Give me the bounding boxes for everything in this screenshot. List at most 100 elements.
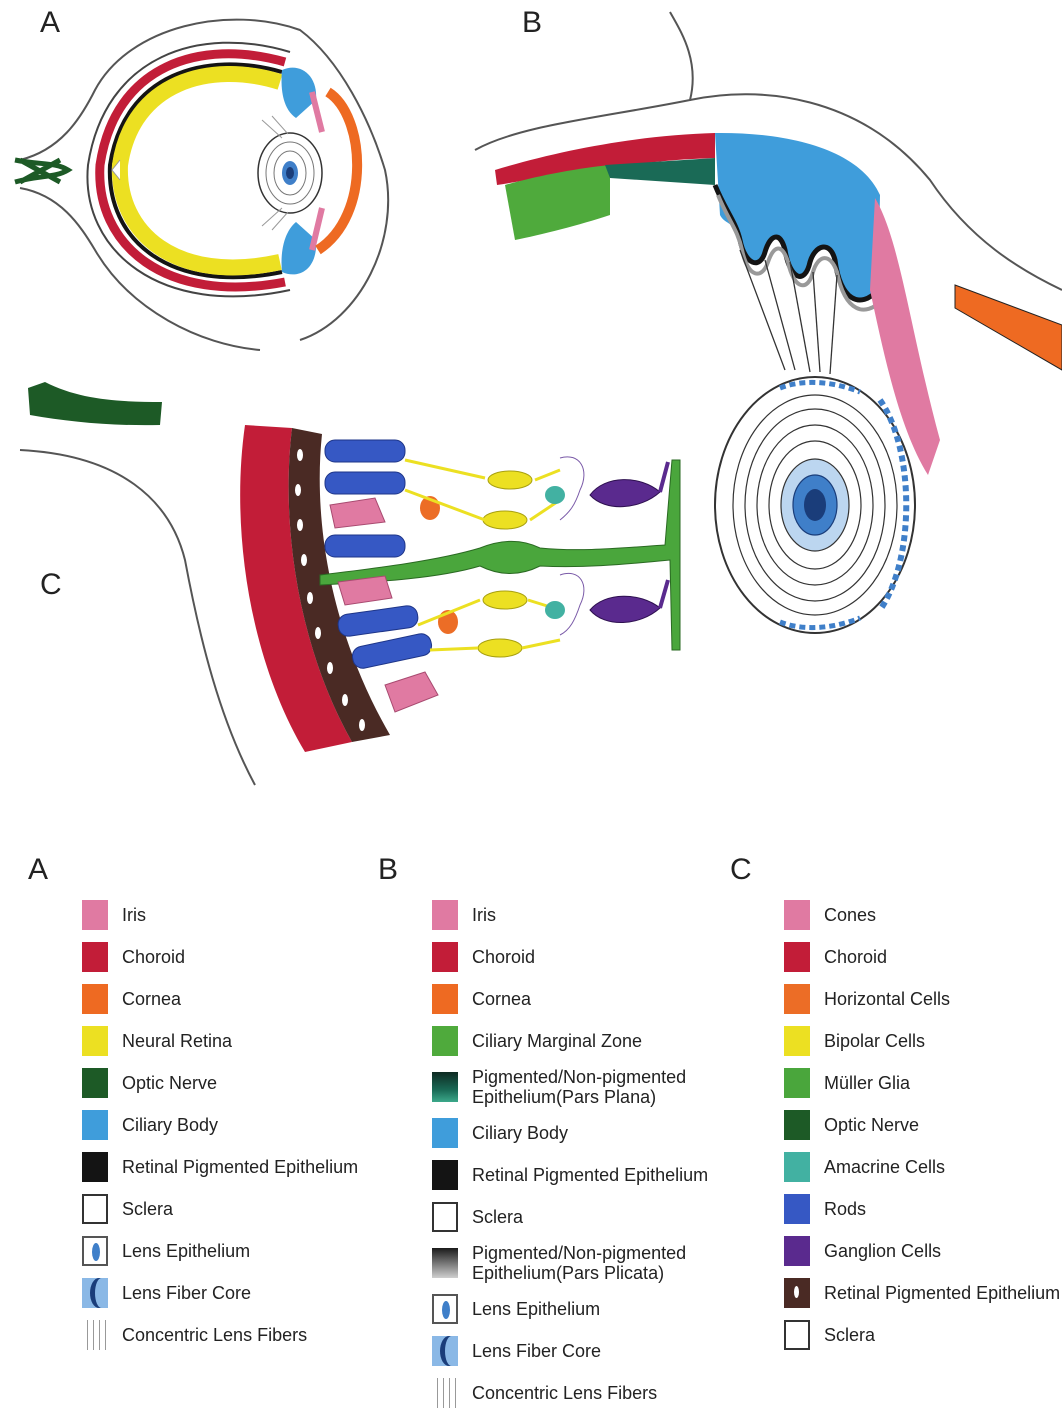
legend-item-label: Sclera <box>122 1199 173 1219</box>
horizontal-swatch <box>784 984 810 1014</box>
panel-a-rpe <box>110 64 282 277</box>
legend-item-label: Cones <box>824 905 876 925</box>
legend-item: Müller Glia <box>784 1067 1060 1099</box>
iris-swatch <box>432 900 458 930</box>
panel-a-letter: A <box>40 8 60 38</box>
legend-b: B IrisChoroidCorneaCiliary Marginal Zone… <box>378 855 708 1419</box>
legend-item-label: Choroid <box>824 947 887 967</box>
choroid-swatch <box>82 942 108 972</box>
legend-a-list: IrisChoroidCorneaNeural RetinaOptic Nerv… <box>82 899 358 1351</box>
legend-item-label: Retinal Pigmented Epithelium <box>472 1165 708 1185</box>
legend-item-label: Lens Epithelium <box>122 1241 250 1261</box>
legend-item: Pigmented/Non-pigmented Epithelium(Pars … <box>432 1243 708 1283</box>
pars-plicata-swatch <box>432 1248 458 1278</box>
cornea-swatch <box>82 984 108 1014</box>
legend-item-label: Cornea <box>122 989 181 1009</box>
legend-item: Cornea <box>432 983 708 1015</box>
lens-fiber-core-swatch <box>82 1278 108 1308</box>
panel-b-cornea <box>955 285 1062 370</box>
rods-swatch <box>784 1194 810 1224</box>
legend-item-label: Bipolar Cells <box>824 1031 925 1051</box>
legend-item-label: Concentric Lens Fibers <box>122 1325 307 1345</box>
optic-nerve-swatch <box>82 1068 108 1098</box>
legend-item: Concentric Lens Fibers <box>82 1319 358 1351</box>
legend-item: Amacrine Cells <box>784 1151 1060 1183</box>
legend-b-list: IrisChoroidCorneaCiliary Marginal ZonePi… <box>432 899 708 1409</box>
legend-item-label: Lens Fiber Core <box>122 1283 251 1303</box>
legend-item-label: Pigmented/Non-pigmented Epithelium(Pars … <box>472 1067 686 1107</box>
legend-item-label: Ciliary Body <box>122 1115 218 1135</box>
iris-swatch <box>82 900 108 930</box>
legend-item: Sclera <box>784 1319 1060 1351</box>
legend-item-label: Lens Fiber Core <box>472 1341 601 1361</box>
rpe-cell-swatch <box>784 1278 810 1308</box>
legend-item: Concentric Lens Fibers <box>432 1377 708 1409</box>
legend-item: Ciliary Body <box>432 1117 708 1149</box>
legend-item-label: Choroid <box>472 947 535 967</box>
legend-item-label: Ciliary Marginal Zone <box>472 1031 642 1051</box>
legend-item-label: Retinal Pigmented Epithelium <box>122 1157 358 1177</box>
sclera-swatch <box>82 1194 108 1224</box>
ciliary-body-swatch <box>432 1118 458 1148</box>
pars-plana-swatch <box>432 1072 458 1102</box>
legend-item-label: Ciliary Body <box>472 1123 568 1143</box>
legend-item-label: Optic Nerve <box>122 1073 217 1093</box>
eye-anatomy-figure <box>0 0 1062 830</box>
muller-swatch <box>784 1068 810 1098</box>
legend-item-label: Optic Nerve <box>824 1115 919 1135</box>
legend-item: Optic Nerve <box>784 1109 1060 1141</box>
legend-item: Horizontal Cells <box>784 983 1060 1015</box>
panel-c-retina-diagram <box>20 382 680 785</box>
lens-epithelium-swatch <box>82 1236 108 1266</box>
sclera-swatch <box>432 1202 458 1232</box>
panel-c-letter: C <box>40 570 62 600</box>
panel-b-outline-upper <box>475 12 693 150</box>
panel-b-letter: B <box>522 8 542 38</box>
legend-item: Iris <box>432 899 708 931</box>
panel-a-neural-retina <box>120 74 280 267</box>
legend-item-label: Ganglion Cells <box>824 1241 941 1261</box>
concentric-fibers-swatch <box>82 1320 108 1350</box>
legend-item: Optic Nerve <box>82 1067 358 1099</box>
choroid-swatch <box>784 942 810 972</box>
concentric-fibers-swatch <box>432 1378 458 1408</box>
legend-item-label: Horizontal Cells <box>824 989 950 1009</box>
optic-nerve-swatch <box>784 1110 810 1140</box>
panel-a-eye-diagram <box>15 20 388 350</box>
legend-item: Retinal Pigmented Epithelium <box>784 1277 1060 1309</box>
legend-b-title: B <box>378 855 708 885</box>
choroid-swatch <box>432 942 458 972</box>
cones-swatch <box>784 900 810 930</box>
legend-item-label: Lens Epithelium <box>472 1299 600 1319</box>
legend-item: Cones <box>784 899 1060 931</box>
legend-item: Lens Epithelium <box>82 1235 358 1267</box>
legend-item: Retinal Pigmented Epithelium <box>432 1159 708 1191</box>
legend-item-label: Iris <box>122 905 146 925</box>
lens-fiber-core-swatch <box>432 1336 458 1366</box>
legend-item: Sclera <box>82 1193 358 1225</box>
legend-item-label: Concentric Lens Fibers <box>472 1383 657 1403</box>
legend-item: Choroid <box>432 941 708 973</box>
legend-item-label: Retinal Pigmented Epithelium <box>824 1283 1060 1303</box>
panel-c-ganglion-cells <box>590 462 668 623</box>
legend-item-label: Sclera <box>472 1207 523 1227</box>
cornea-swatch <box>432 984 458 1014</box>
panel-a-lens <box>258 116 322 230</box>
panel-b-ciliary-diagram <box>475 12 1062 633</box>
panel-c-outline <box>20 450 255 785</box>
legend-item: Pigmented/Non-pigmented Epithelium(Pars … <box>432 1067 708 1107</box>
legend-item-label: Müller Glia <box>824 1073 910 1093</box>
legend-item: Choroid <box>784 941 1060 973</box>
legend-item: Cornea <box>82 983 358 1015</box>
legend-item: Sclera <box>432 1201 708 1233</box>
neural-retina-swatch <box>82 1026 108 1056</box>
legend-item: Retinal Pigmented Epithelium <box>82 1151 358 1183</box>
legend-item-label: Sclera <box>824 1325 875 1345</box>
legend-item: Lens Fiber Core <box>432 1335 708 1367</box>
lens-epithelium-swatch <box>432 1294 458 1324</box>
panel-c-optic-nerve <box>28 382 162 425</box>
amacrine-swatch <box>784 1152 810 1182</box>
